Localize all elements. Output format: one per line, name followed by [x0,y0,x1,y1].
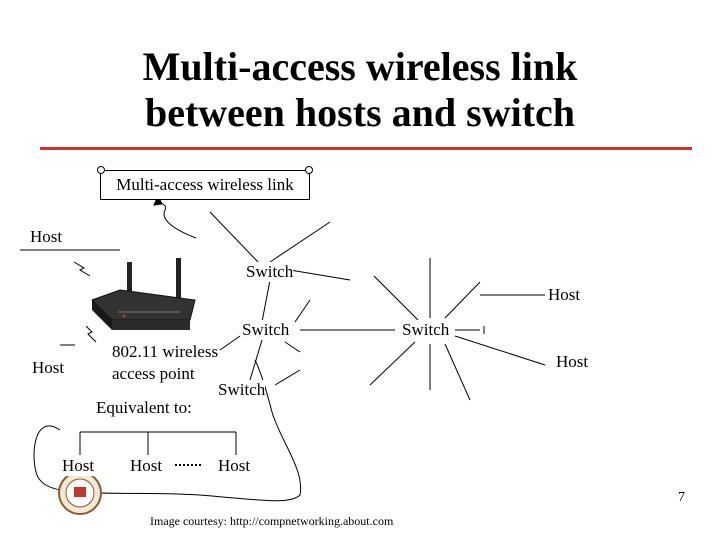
access-point-label-line-1: 802.11 wireless [112,342,219,361]
link-line [444,343,471,401]
university-seal-icon [58,471,102,515]
equivalence-loop [33,359,302,502]
host-label-right-upper: Host [548,285,581,305]
host-label-mid-left: Host [32,358,65,378]
callout-arrowhead [153,194,163,206]
switch-label-lower: Switch [218,380,266,400]
access-point-label-line-2: access point [112,364,195,383]
switch-label-right: Switch [402,320,450,340]
bus-host-label-3: Host [218,456,251,476]
equivalent-label: Equivalent to: [96,398,192,417]
link-line [369,341,416,386]
link-line [269,221,331,263]
title-line-2: between hosts and switch [144,90,576,135]
page-number: 7 [678,490,685,505]
title-line-1: Multi-access wireless link [142,44,578,89]
link-line [219,335,241,351]
link-line [373,275,419,321]
link-line [274,369,301,386]
bus-host-label-2: Host [130,456,163,476]
link-line [289,269,351,281]
link-line [261,279,271,323]
image-credit: Image courtesy: http://compnetworking.ab… [150,514,394,528]
link-line [284,341,301,353]
link-line [454,335,546,366]
link-line [249,339,263,381]
host-label-right-lower: Host [556,352,589,372]
slide-title: Multi-access wireless link between hosts… [0,44,720,136]
bus-host-label-1: Host [62,456,95,476]
switch-label-center: Switch [242,320,290,340]
callout-scroll: Multi-access wireless link [97,166,313,200]
lightning-bolt-icon [85,325,97,343]
wireless-router-icon [91,258,196,330]
switch-label-top: Switch [246,262,294,282]
link-line [209,211,259,263]
title-divider [40,147,692,150]
link-line [444,281,481,319]
lightning-bolt-icon [73,261,91,277]
link-line [294,299,311,323]
callout-arrow [157,198,197,239]
host-label-top-left: Host [30,227,63,247]
